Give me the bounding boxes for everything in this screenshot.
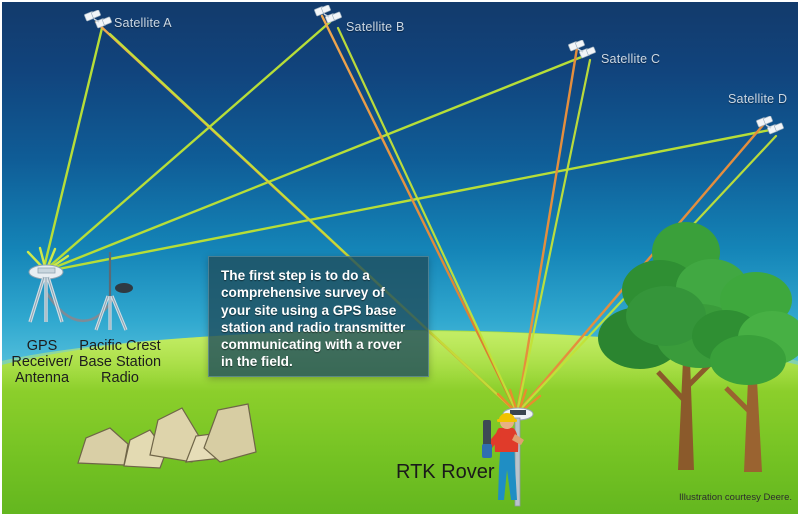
base-station-satellite-beams <box>41 20 772 274</box>
base-station-radio-label: Pacific Crest Base Station Radio <box>78 338 162 387</box>
gps-receiver-tripod <box>28 264 64 323</box>
radio-link-cable <box>44 291 114 323</box>
callout-panel: The first step is to do a comprehensive … <box>208 256 429 377</box>
base-station-radio-tripod <box>94 252 133 331</box>
callout-text: The first step is to do a comprehensive … <box>221 268 406 370</box>
rock-cluster <box>77 403 257 469</box>
illustration-credit: Illustration courtesy Deere. <box>679 492 792 503</box>
rtk-rover-label: RTK Rover <box>396 461 495 483</box>
satellite-label-d: Satellite D <box>728 92 788 106</box>
gps-receiver-antenna-label: GPS Receiver/ Antenna <box>11 338 73 387</box>
satellite-icon <box>84 10 112 29</box>
satellite-label-b: Satellite B <box>346 20 405 34</box>
satellite-label-c: Satellite C <box>601 52 661 66</box>
satellite-icon <box>568 40 596 59</box>
satellite-label-a: Satellite A <box>114 16 172 30</box>
satellite-icon <box>756 116 784 135</box>
tree-front <box>692 272 800 472</box>
satellite-icon <box>314 5 342 24</box>
rover-operator <box>482 413 524 500</box>
